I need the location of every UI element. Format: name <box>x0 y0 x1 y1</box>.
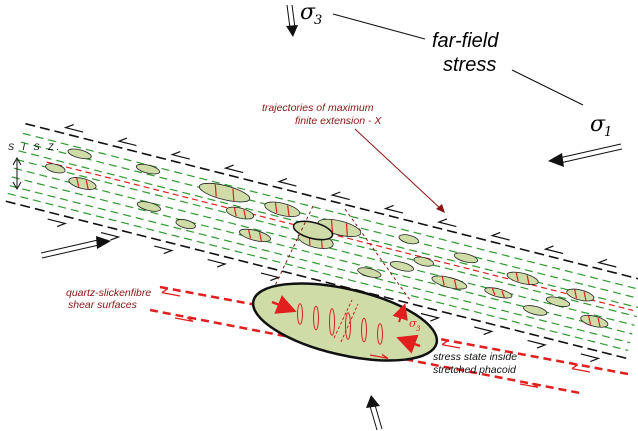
sigma1-right-arrow <box>548 144 622 167</box>
trajectories-label: trajectories of maximum <box>262 102 374 114</box>
shear-surfaces-label: shear surfaces <box>68 299 138 311</box>
stress-label: stress <box>443 54 496 76</box>
shear-arrow-left <box>439 217 458 226</box>
far-field-line-upper <box>333 14 425 39</box>
phacoid <box>523 304 548 318</box>
sigma1-subscript: 1 <box>604 125 612 140</box>
phacoid <box>413 255 434 268</box>
shear-arrow-left <box>172 150 191 159</box>
shear-arrow-right <box>46 219 65 228</box>
phacoid <box>398 233 419 246</box>
phacoid <box>389 260 414 274</box>
extension-label: finite extension - X <box>295 115 382 127</box>
shear-arrow-left <box>386 204 405 213</box>
phacoid <box>67 147 92 161</box>
phacoid <box>431 273 468 292</box>
far-field-label: far-field <box>432 30 499 52</box>
phacoid <box>68 175 98 192</box>
shear-arrow-right <box>260 273 279 282</box>
shear-arrow-left <box>279 177 298 186</box>
inset-phacoid: σ 3 <box>150 269 628 393</box>
shear-arrow-left <box>492 231 511 240</box>
far-field-line-lower <box>512 70 583 105</box>
phacoid <box>263 199 301 219</box>
inset-sigma3-subscript: 3 <box>416 325 421 333</box>
stress-state-label: stress state inside <box>433 351 517 363</box>
shear-arrow-left <box>332 190 351 199</box>
phacoid <box>45 162 66 175</box>
shear-arrow-left <box>119 136 138 145</box>
phacoid <box>136 200 161 214</box>
quartz-label: quartz-slickenfibre <box>66 287 151 299</box>
shear-arrow-left <box>546 244 565 253</box>
shear-arrow-left <box>599 258 618 267</box>
sigma3-subscript: 3 <box>314 13 322 28</box>
shear-arrow-right <box>473 327 492 336</box>
sigma3-top-arrow <box>286 5 298 37</box>
shear-arrow-right <box>526 340 545 349</box>
stretched-phacoid-label: stretched phacoid <box>433 364 517 376</box>
trajectory-pointer-line <box>355 129 442 210</box>
phacoid <box>545 295 570 309</box>
sisz-label: S I S Z. <box>8 142 62 152</box>
zone-upper-boundary <box>25 124 638 281</box>
shear-arrow-left <box>66 123 85 132</box>
phacoid <box>453 251 478 265</box>
shear-arrow-right <box>580 354 599 363</box>
phacoid <box>484 286 513 301</box>
sigma3-bottom-arrow <box>366 395 382 430</box>
phacoid <box>566 287 596 304</box>
sigma1-left-arrow <box>41 236 111 258</box>
shear-arrow-right <box>153 246 172 255</box>
sisz-thickness-indicator <box>13 158 21 189</box>
shear-arrow-right <box>206 260 225 269</box>
shear-arrow-left <box>226 163 245 172</box>
